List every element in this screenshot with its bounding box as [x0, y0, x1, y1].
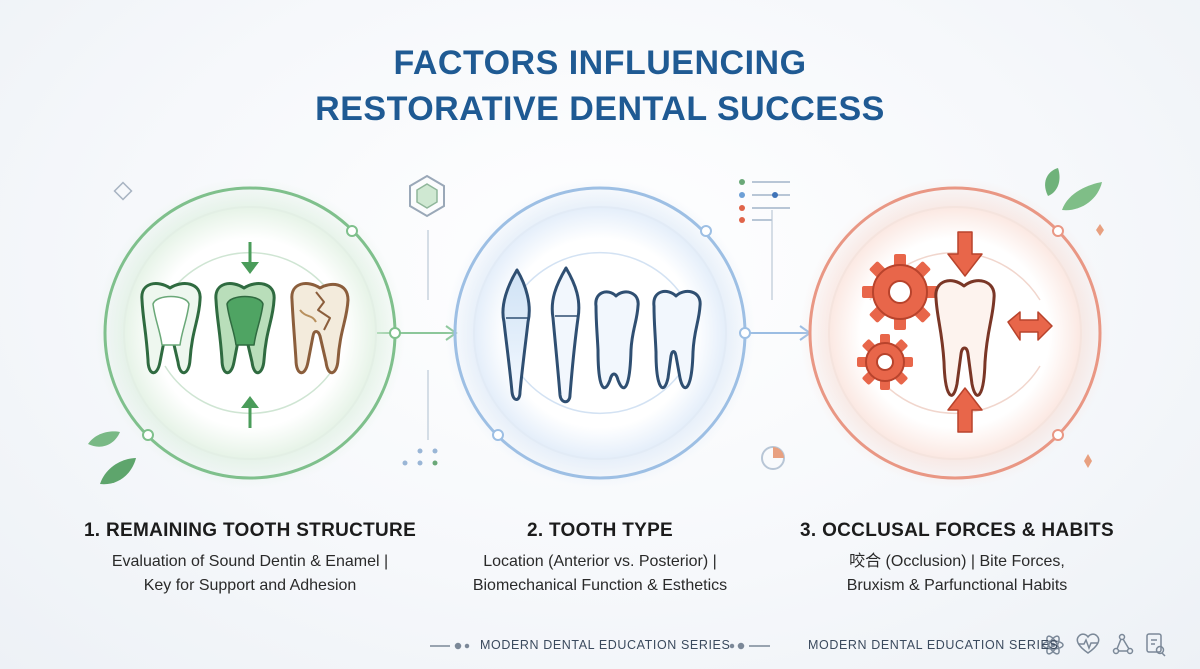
- factor-1-description-line-1: Evaluation of Sound Dentin & Enamel |: [111, 553, 389, 570]
- leaf-icon: [1045, 168, 1102, 211]
- hexagon-icon: [409, 174, 445, 218]
- tooth-structure-icon: [140, 242, 350, 428]
- heart-pulse-icon: [1076, 633, 1100, 654]
- factor-2-description-line-1: Location (Anterior vs. Posterior) |: [483, 553, 717, 570]
- factor-1-caption: 1. REMAINING TOOTH STRUCTURE Evaluation …: [50, 520, 450, 598]
- factor-2-heading: 2. TOOTH TYPE: [526, 520, 674, 541]
- clipboard-search-icon: [1146, 633, 1166, 657]
- factor-2-caption: 2. TOOTH TYPE Location (Anterior vs. Pos…: [400, 520, 800, 598]
- footer-series-label-center: MODERN DENTAL EDUCATION SERIES: [480, 638, 731, 652]
- footer-series-label-right: MODERN DENTAL EDUCATION SERIES: [808, 638, 1059, 652]
- factor-3-caption: 3. OCCLUSAL FORCES & HABITS 咬合 (Occlusio…: [757, 520, 1157, 598]
- network-icon: [1112, 633, 1134, 655]
- force-arrows: [947, 231, 1053, 433]
- factor-3-heading: 3. OCCLUSAL FORCES & HABITS: [800, 520, 1114, 541]
- factor-3-description-line-2: Bruxism & Parfunctional Habits: [846, 577, 1068, 594]
- dots-decoration: [402, 448, 438, 466]
- atom-icon: [1042, 635, 1064, 655]
- gear-icon: [857, 334, 913, 390]
- tooth-type-icon: [501, 266, 702, 404]
- footer-decor: [430, 633, 1166, 657]
- sliders-icon: [739, 179, 790, 223]
- factor-2-description-line-2: Biomechanical Function & Esthetics: [472, 577, 728, 594]
- title-line-2: RESTORATIVE DENTAL SUCCESS: [315, 90, 885, 128]
- decorations: [88, 168, 1104, 485]
- factor-1-description-line-2: Key for Support and Adhesion: [143, 577, 357, 594]
- occlusal-forces-icon: [857, 231, 1053, 433]
- factor-3-description-line-1: 咬合 (Occlusion) | Bite Forces,: [849, 553, 1065, 570]
- leaf-icon: [88, 431, 136, 485]
- pie-icon: [761, 446, 785, 470]
- factor-1-heading: 1. REMAINING TOOTH STRUCTURE: [83, 520, 417, 541]
- page-title: FACTORS INFLUENCING RESTORATIVE DENTAL S…: [0, 40, 1200, 132]
- gear-icon: [862, 254, 938, 330]
- title-line-1: FACTORS INFLUENCING: [393, 44, 807, 82]
